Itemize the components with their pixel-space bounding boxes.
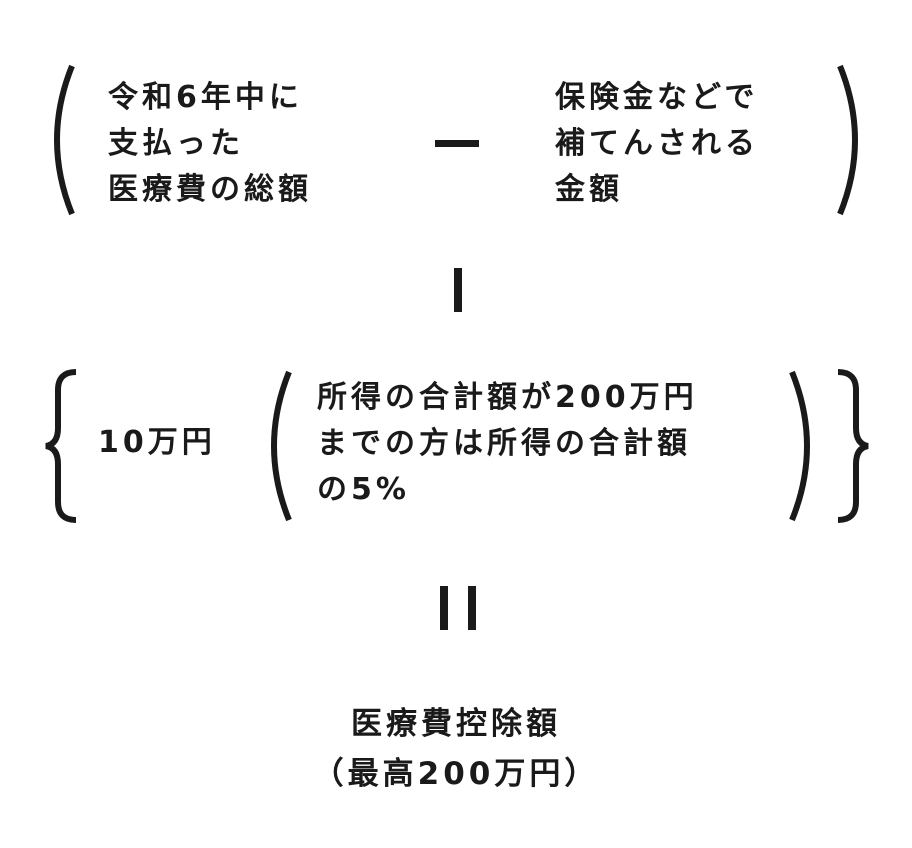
vertical-equals-sign [440, 586, 476, 630]
inner-right-parenthesis [789, 370, 810, 522]
text-line: 支払った [108, 126, 244, 161]
vertical-minus-sign [454, 268, 462, 312]
text-line: 令和6年中に [108, 80, 303, 115]
right-brace [837, 369, 869, 523]
text-line: 補てんされる [555, 126, 759, 161]
text-line: 保険金などで [555, 80, 759, 115]
medical-deduction-label: 医療費控除額 [351, 706, 561, 742]
text-line: 医療費の総額 [108, 172, 312, 207]
text-line: までの方は所得の合計額 [317, 426, 691, 461]
insurance-reimbursement-label: 保険金などで 補てんされる 金額 [555, 75, 759, 213]
ten-man-yen-label: 10万円 [98, 425, 216, 460]
right-parenthesis [837, 64, 858, 216]
text-line: の5% [317, 472, 410, 507]
text-line: 所得の合計額が200万円 [317, 380, 698, 415]
text-line: 金額 [555, 172, 623, 207]
left-parenthesis [54, 64, 75, 216]
minus-sign [435, 140, 479, 147]
total-medical-expenses-label: 令和6年中に 支払った 医療費の総額 [108, 75, 312, 213]
left-brace [45, 369, 77, 523]
inner-left-parenthesis [271, 370, 292, 522]
maximum-amount-label: （最高200万円） [312, 756, 600, 792]
income-condition-label: 所得の合計額が200万円 までの方は所得の合計額 の5% [317, 375, 698, 513]
